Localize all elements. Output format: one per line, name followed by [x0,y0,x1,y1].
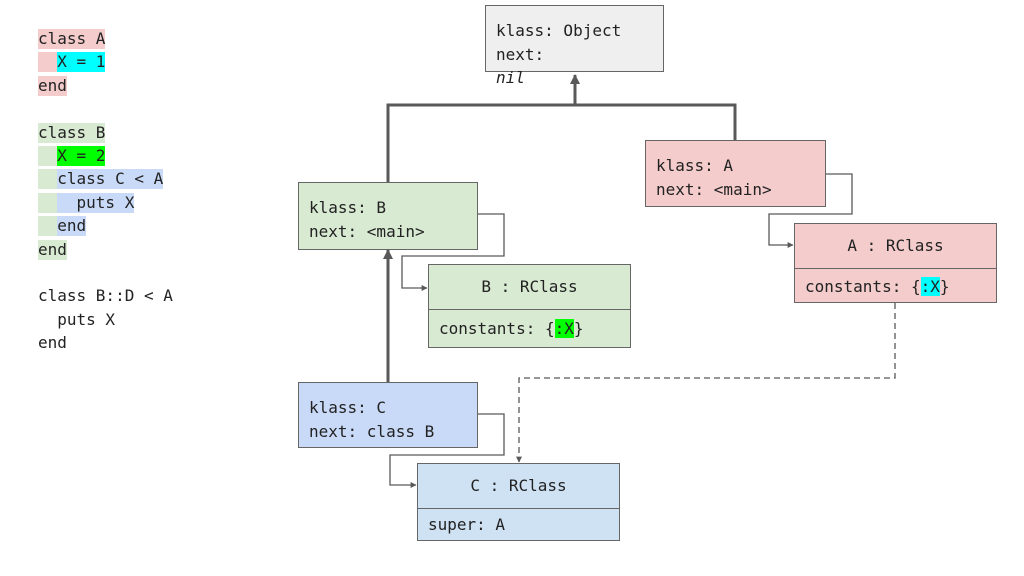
rclass-c-title: C : RClass [418,464,619,509]
rclass-a-box: A : RClass constants: {:X} [794,223,997,303]
code-line: class C < A [38,167,173,190]
rclass-a-constants-prefix: constants: { [805,277,921,296]
object-frame-box: klass: Object next: nil [485,5,664,87]
rclass-b-constants: constants: {:X} [429,310,630,348]
code-end-b: end [38,239,67,260]
code-blank-line [38,97,173,120]
code-line: puts X [38,191,173,214]
object-next-value: nil [496,68,525,87]
code-puts-x-in-c: puts X [76,192,135,213]
code-line: class A [38,27,173,50]
frame-c-next-label: next: class B [309,421,435,441]
rclass-b-box: B : RClass constants: {:X} [428,264,631,348]
code-blank-line [38,261,173,284]
code-x-equals-2: X = 2 [57,145,106,166]
frame-a-klass-link [768,173,853,248]
object-next-label: next: [496,44,554,64]
frame-b-klass-label: klass: B [309,198,387,217]
code-line: end [38,238,173,261]
frame-b-klass-link [401,213,505,291]
rclass-b-constant-key: :X [554,319,574,338]
object-klass-label: klass: Object [496,21,622,40]
rclass-a-constant-key: :X [920,277,940,296]
frame-c-box: klass: C next: class B [298,382,478,448]
ruby-code: class A X = 1 end class B X = 2 class C … [38,27,173,354]
frame-b-next-label: next: <main> [309,221,425,241]
frame-a-klass-label: klass: A [656,156,734,175]
rclass-a-constants: constants: {:X} [795,269,996,305]
frame-b-box: klass: B next: <main> [298,182,478,250]
code-puts-x-in-d: puts X [57,309,116,329]
code-x-equals-1: X = 1 [57,52,106,73]
code-end-a: end [38,75,67,96]
code-line: end [38,74,173,97]
code-class-c: class C < A [57,169,164,190]
frame-a-next-label: next: <main> [656,179,772,199]
code-end-d: end [38,333,67,353]
code-line: X = 2 [38,144,173,167]
rclass-b-constants-suffix: } [573,319,584,338]
rclass-b-title: B : RClass [429,265,630,310]
code-line: puts X [38,308,173,331]
frame-c-klass-label: klass: C [309,398,387,417]
code-end-c: end [57,216,87,237]
code-class-a: class A [38,29,106,49]
code-class-b-d: class B::D < A [38,286,173,306]
frame-a-box: klass: A next: <main> [645,140,826,207]
c-super-dashed-link [516,303,896,463]
b-to-object-line [386,103,737,182]
rclass-b-constants-prefix: constants: { [439,319,555,338]
code-class-b: class B [38,122,106,143]
object-next-line: next: nil [496,43,653,90]
rclass-c-box: C : RClass super: A [417,463,620,541]
code-line: X = 1 [38,50,173,73]
rclass-c-super: super: A [428,515,506,534]
code-line: class B [38,121,173,144]
code-line: end [38,214,173,237]
rclass-a-title: A : RClass [795,224,996,269]
frame-c-klass-link [389,413,505,488]
rclass-a-constants-suffix: } [939,277,950,296]
